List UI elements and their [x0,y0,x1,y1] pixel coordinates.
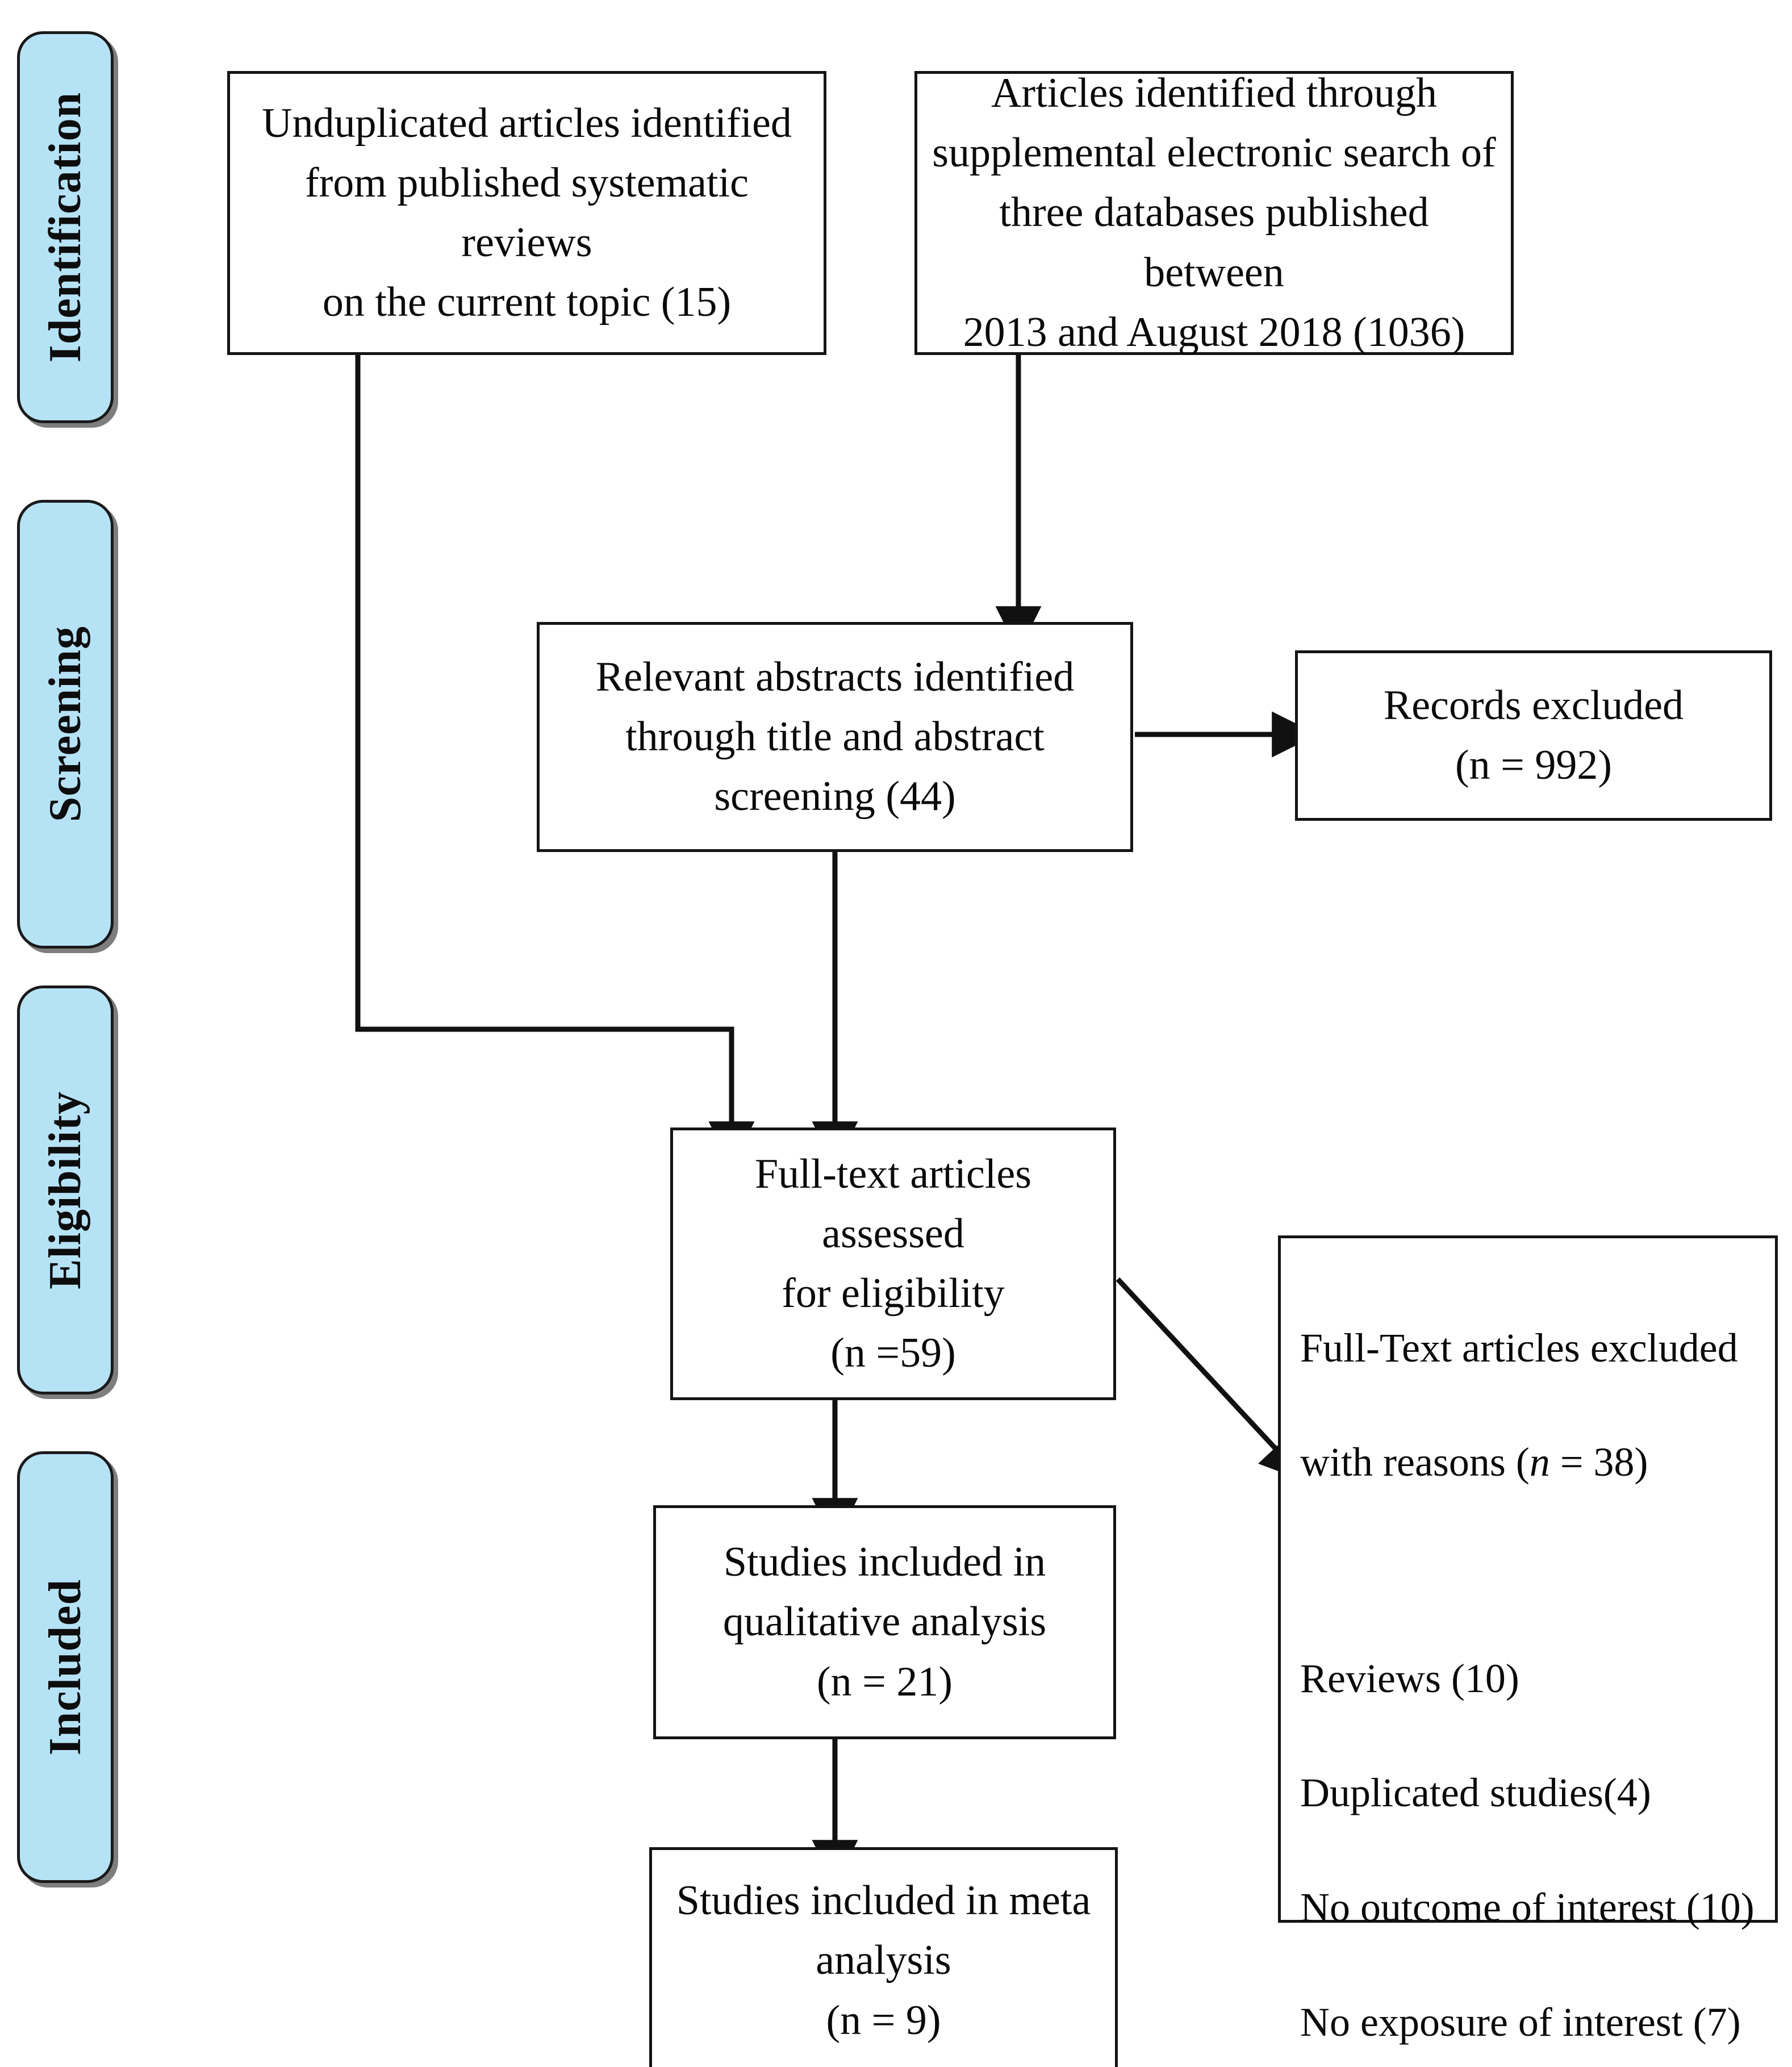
box-records-excluded: Records excluded (n = 992) [1295,650,1772,821]
exclusion-heading-italic-n: n [1529,1439,1550,1485]
exclusion-heading-line2: with reasons (n = 38) [1300,1434,1760,1491]
box-abstracts-screened: Relevant abstracts identified through ti… [537,622,1133,852]
stage-tab-identification: Identification [17,31,114,423]
stage-tab-eligibility: Eligibility [17,986,114,1394]
exclusion-reason-2: No outcome of interest (10) [1300,1884,1755,1930]
box-database-search: Articles identified through supplemental… [914,70,1514,356]
stage-tab-screening: Screening [17,500,114,949]
box-abstracts-screened-text: Relevant abstracts identified through ti… [595,653,1075,820]
stage-label-included: Included [40,1579,90,1756]
box-unduplicated-reviews-text: Unduplicated articles identified from pu… [262,99,792,326]
box-fulltext-excluded: Full-Text articles excluded with reasons… [1278,1235,1778,2045]
exclusion-heading-line1: Full-Text articles excluded [1300,1325,1738,1371]
box-records-excluded-text: Records excluded (n = 992) [1383,682,1684,788]
exclusion-heading-before: with reasons ( [1300,1439,1530,1485]
edge-fulltext-to-exclusions [1116,1277,1306,1482]
box-unduplicated-reviews: Unduplicated articles identified from pu… [227,71,826,355]
stage-tab-included: Included [17,1451,114,1883]
box-fulltext-assessed-text: Full-text articles assessed for eligibil… [754,1150,1032,1377]
stage-label-identification: Identification [40,91,90,363]
exclusion-heading-after: = 38) [1549,1439,1648,1485]
stage-label-eligibility: Eligibility [40,1091,90,1289]
box-fulltext-assessed: Full-text articles assessed for eligibil… [670,1128,1116,1400]
exclusion-reason-1: Duplicated studies(4) [1300,1770,1651,1816]
exclusion-spacer [1300,1548,1760,1593]
exclusion-reason-0: Reviews (10) [1300,1655,1519,1701]
exclusion-reason-3: No exposure of interest (7) [1300,1999,1741,2045]
box-qualitative-included: Studies included in qualitative analysis… [653,1505,1116,1739]
box-meta-included-text: Studies included in meta analysis (n = 9… [676,1877,1091,2044]
box-meta-included: Studies included in meta analysis (n = 9… [649,1847,1118,2067]
stage-label-screening: Screening [40,626,90,822]
box-database-search-text: Articles identified through supplemental… [932,70,1496,356]
box-qualitative-included-text: Studies included in qualitative analysis… [722,1539,1047,1705]
box-fulltext-excluded-content: Full-Text articles excluded with reasons… [1281,1238,1775,2067]
